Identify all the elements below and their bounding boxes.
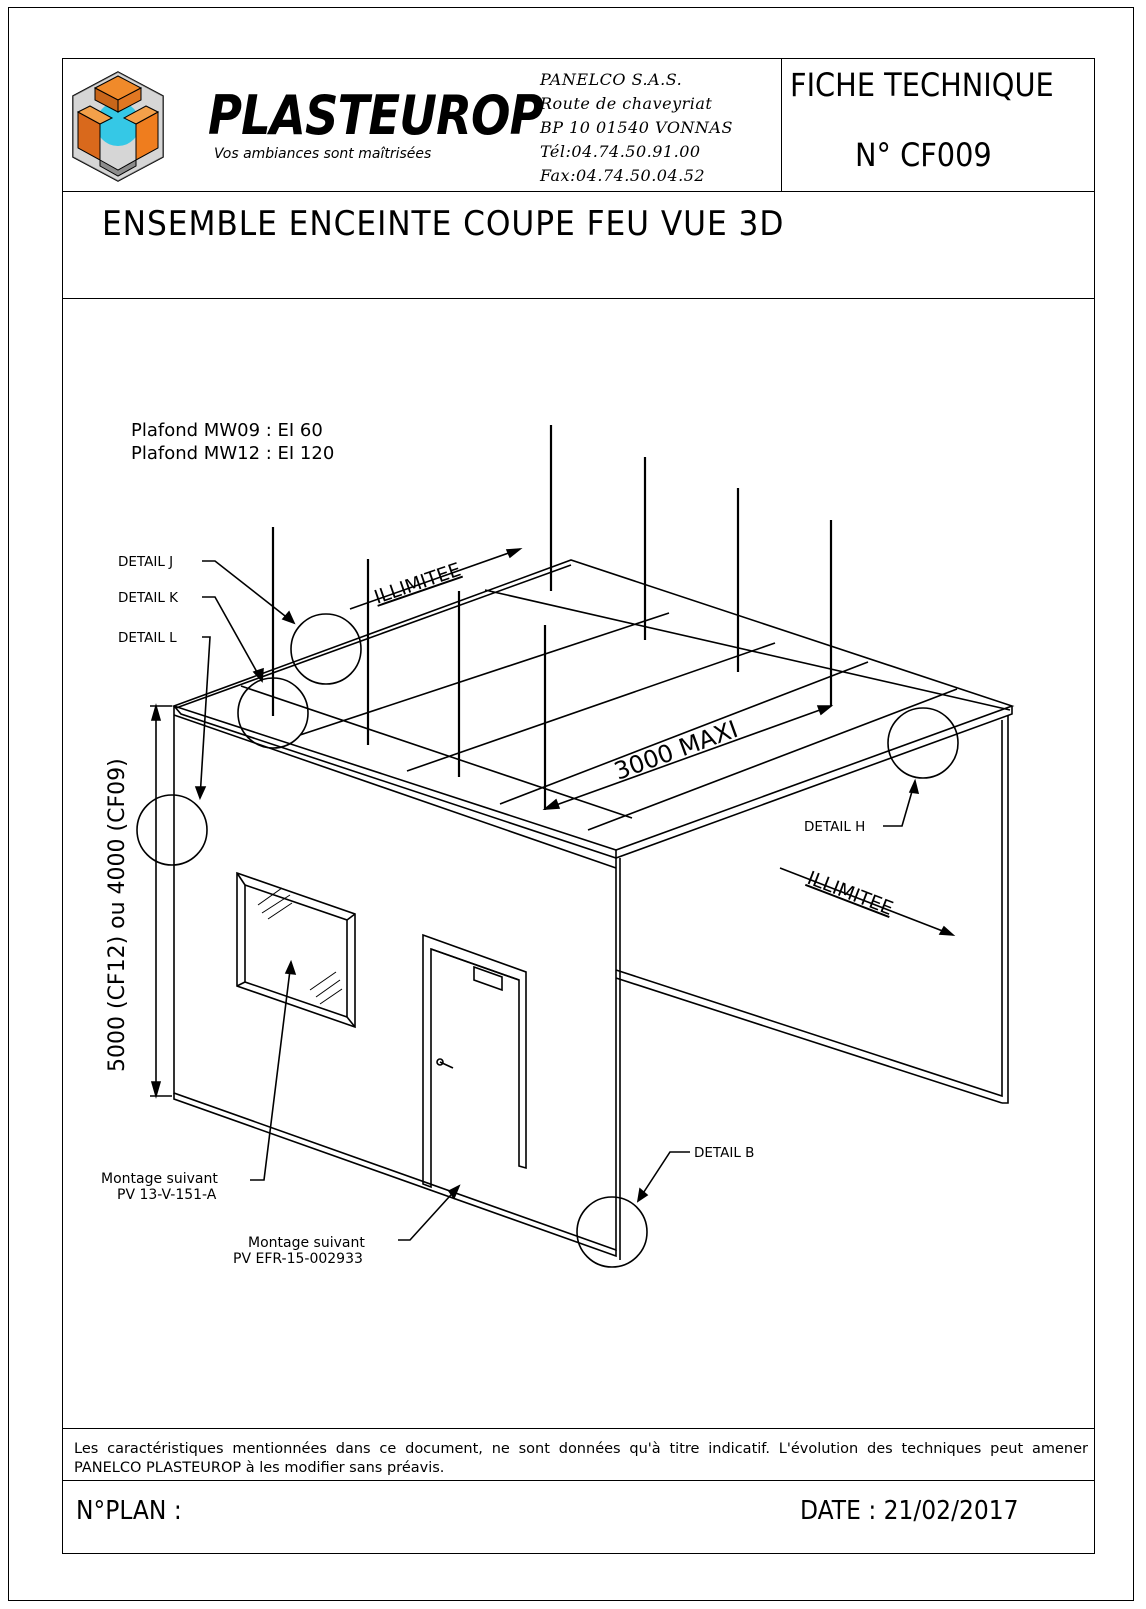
header-divider	[62, 191, 1095, 192]
plan-number-label: N°PLAN :	[76, 1496, 182, 1526]
company-fax: Fax:04.74.50.04.52	[540, 166, 706, 185]
company-address-line1: Route de chaveyriat	[540, 94, 713, 113]
title-divider	[62, 298, 1095, 299]
drawing-sheet	[62, 58, 1095, 1554]
disclaimer-text: Les caractéristiques mentionnées dans ce…	[74, 1441, 1088, 1476]
company-address-line2: BP 10 01540 VONNAS	[540, 118, 733, 137]
date-label: DATE : 21/02/2017	[800, 1496, 1019, 1526]
brand-name: PLASTEUROP	[208, 84, 544, 147]
page-title: ENSEMBLE ENCEINTE COUPE FEU VUE 3D	[102, 204, 785, 244]
page-frame	[8, 7, 1134, 1601]
company-phone: Tél:04.74.50.91.00	[540, 142, 701, 161]
doc-type: FICHE TECHNIQUE	[790, 66, 1054, 104]
footer-divider-2	[62, 1480, 1095, 1481]
company-name: PANELCO S.A.S.	[540, 70, 683, 89]
brand-slogan: Vos ambiances sont maîtrisées	[214, 146, 432, 162]
footer-divider	[62, 1428, 1095, 1429]
header-column-divider	[781, 58, 782, 191]
doc-number: N° CF009	[855, 136, 992, 174]
